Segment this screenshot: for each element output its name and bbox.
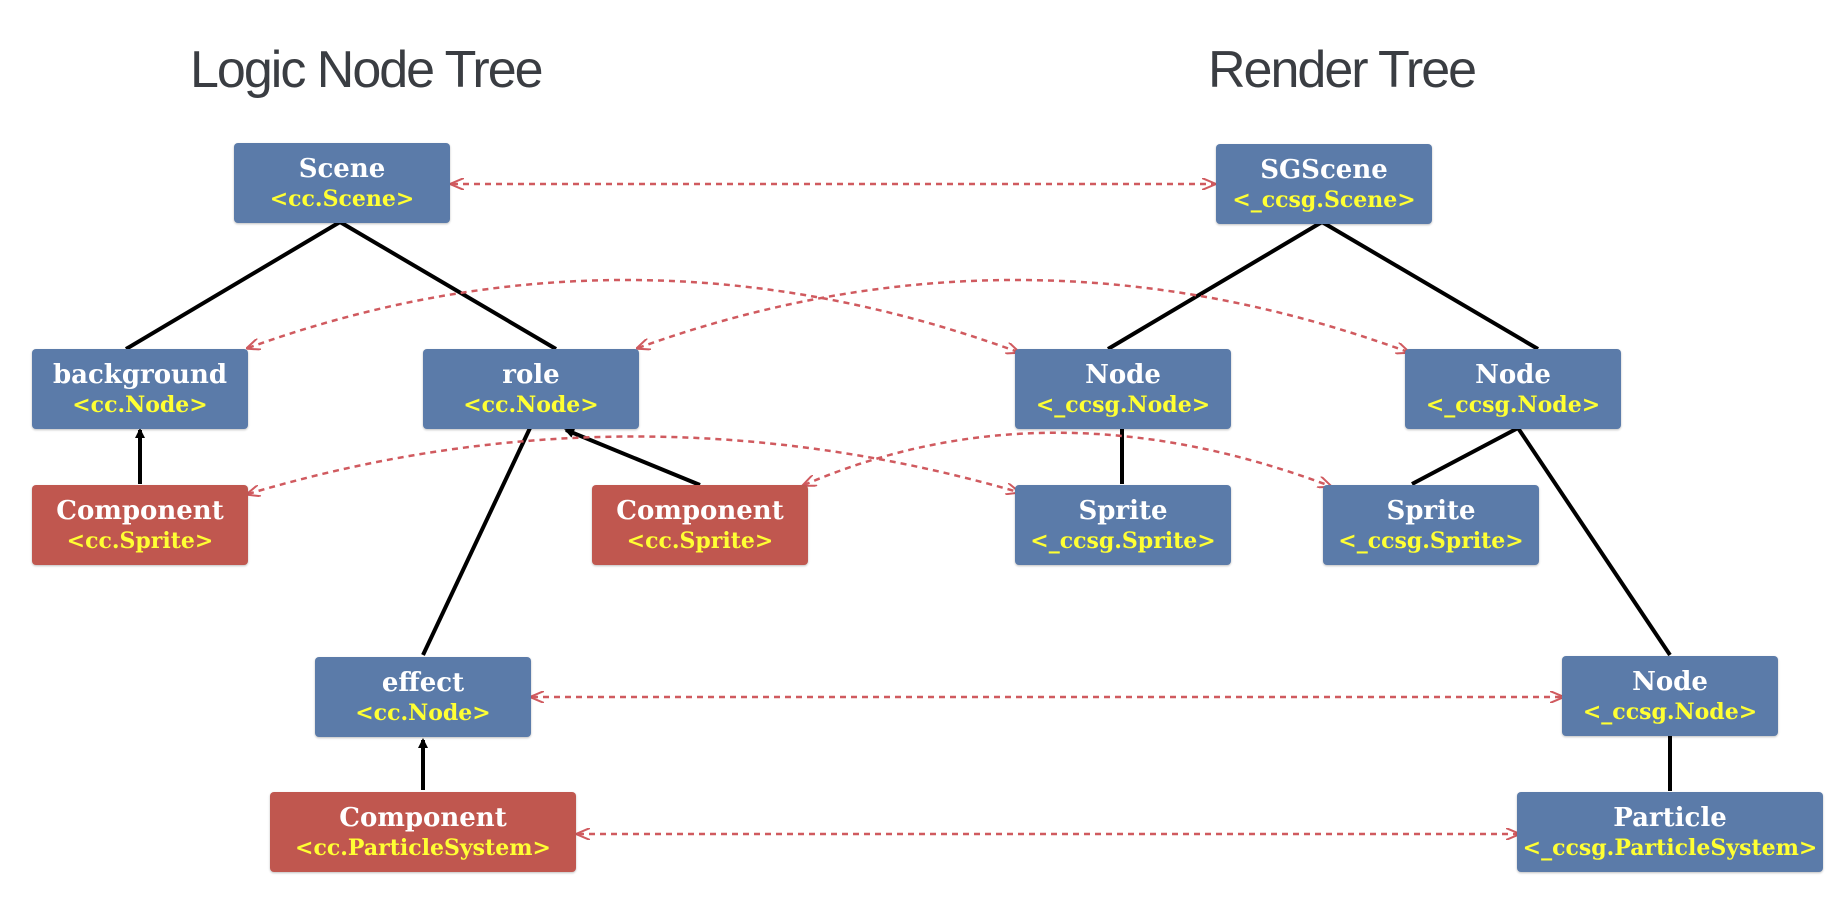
link-background-node-a <box>248 278 1018 352</box>
link-role-node-b <box>638 278 1408 352</box>
edge-sgscene-node-b <box>1320 220 1540 351</box>
node-name: effect <box>381 668 465 698</box>
scene-node: Scene <cc.Scene> <box>234 143 450 223</box>
link-bgcomponent-sprite-a <box>248 435 1018 494</box>
effect-particle-component: Component <cc.ParticleSystem> <box>270 792 576 872</box>
node-type: <cc.Node> <box>72 392 208 418</box>
render-particle-node: Particle <_ccsg.ParticleSystem> <box>1517 792 1823 872</box>
node-type: <_ccsg.Scene> <box>1232 187 1416 213</box>
sgscene-node: SGScene <_ccsg.Scene> <box>1216 144 1432 224</box>
node-type: <cc.Node> <box>463 392 599 418</box>
node-name: Node <box>1475 360 1551 390</box>
node-type: <cc.Node> <box>355 700 491 726</box>
component-type: <cc.ParticleSystem> <box>295 835 551 861</box>
node-type: <_ccsg.Sprite> <box>1030 528 1216 554</box>
node-name: SGScene <box>1260 155 1388 185</box>
node-type: <_ccsg.ParticleSystem> <box>1522 835 1818 861</box>
render-node-c: Node <_ccsg.Node> <box>1562 656 1778 736</box>
edge-node-b-sprite-b <box>1411 426 1519 486</box>
node-name: Sprite <box>1078 496 1168 526</box>
render-sprite-a: Sprite <_ccsg.Sprite> <box>1015 485 1231 565</box>
edge-node-b-node-c <box>1516 426 1672 657</box>
logic-tree-title: Logic Node Tree <box>190 41 544 99</box>
node-type: <_ccsg.Node> <box>1035 392 1211 418</box>
render-sprite-b: Sprite <_ccsg.Sprite> <box>1323 485 1539 565</box>
effect-node: effect <cc.Node> <box>315 657 531 737</box>
render-tree-title: Render Tree <box>1208 41 1477 99</box>
node-name: Scene <box>298 154 386 184</box>
component-name: Component <box>339 803 507 833</box>
node-name: role <box>502 360 560 390</box>
node-type: <_ccsg.Sprite> <box>1338 528 1524 554</box>
edge-scene-role <box>338 220 558 351</box>
node-type: <cc.Scene> <box>269 186 415 212</box>
edge-scene-background <box>124 220 342 351</box>
node-type: <_ccsg.Node> <box>1582 699 1758 725</box>
edge-rolecomponent-role <box>564 428 701 487</box>
role-sprite-component: Component <cc.Sprite> <box>592 485 808 565</box>
role-node: role <cc.Node> <box>423 349 639 429</box>
node-type: <_ccsg.Node> <box>1425 392 1601 418</box>
component-name: Component <box>56 496 224 526</box>
node-name: Particle <box>1613 803 1727 833</box>
node-name: Sprite <box>1386 496 1476 526</box>
render-node-b: Node <_ccsg.Node> <box>1405 349 1621 429</box>
node-name: Node <box>1632 667 1708 697</box>
edge-role-effect <box>421 427 532 656</box>
render-node-a: Node <_ccsg.Node> <box>1015 349 1231 429</box>
edge-sgscene-node-a <box>1106 220 1324 351</box>
component-type: <cc.Sprite> <box>626 528 774 554</box>
component-type: <cc.Sprite> <box>66 528 214 554</box>
background-node: background <cc.Node> <box>32 349 248 429</box>
node-name: background <box>52 360 228 390</box>
background-sprite-component: Component <cc.Sprite> <box>32 485 248 565</box>
node-name: Node <box>1085 360 1161 390</box>
component-name: Component <box>616 496 784 526</box>
